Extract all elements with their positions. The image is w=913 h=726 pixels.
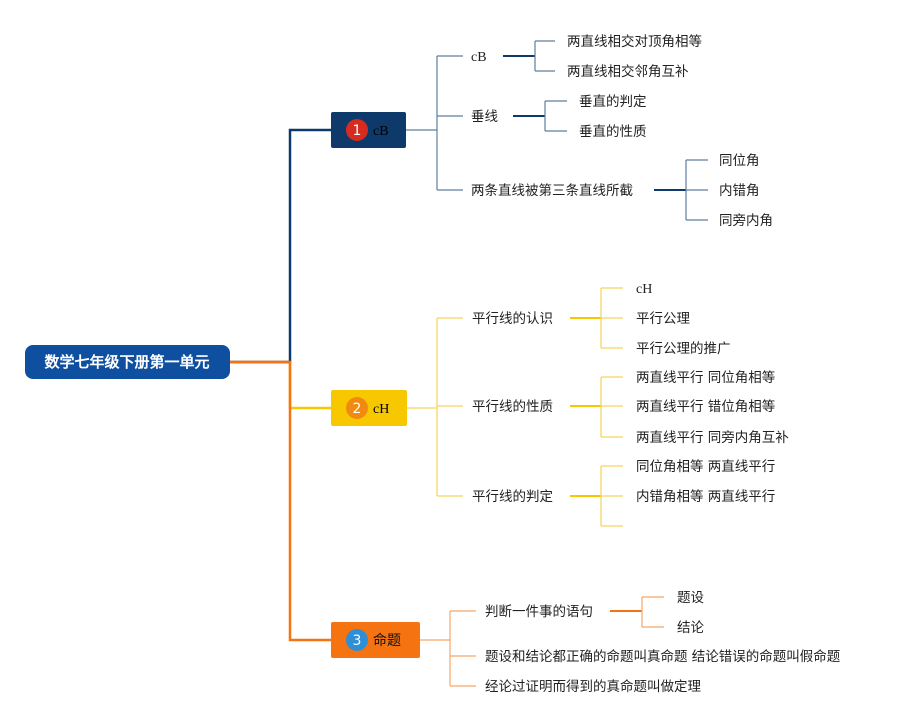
subtopic-2-1-1[interactable]: cH xyxy=(636,282,652,297)
topic-3-2[interactable]: 题设和结论都正确的命题叫真命题 结论错误的命题叫假命题 xyxy=(485,648,840,665)
subtopic-1-1-2[interactable]: 两直线相交邻角互补 xyxy=(567,63,689,80)
subtopic-2-1-2[interactable]: 平行公理 xyxy=(636,311,690,327)
branch-2-number-badge xyxy=(346,397,368,419)
branch-3-node[interactable]: 3 命题 xyxy=(331,622,420,658)
branch-3-children: 判断一件事的语句 题设 结论 题设和结论都正确的命题叫真命题 结论错误的命题叫假… xyxy=(485,590,840,695)
branch-1-number: 1 xyxy=(353,123,362,139)
branch-2-label: cH xyxy=(373,402,389,417)
topic-2-2[interactable]: 平行线的性质 xyxy=(472,399,553,415)
root-connectors xyxy=(230,128,331,642)
root-to-branch-1-line xyxy=(230,128,331,364)
subtopic-1-2-1[interactable]: 垂直的判定 xyxy=(579,94,647,110)
branch-2-box xyxy=(331,390,407,426)
branch-2-number: 2 xyxy=(353,401,362,417)
branch-1-box xyxy=(331,112,406,148)
subtopic-2-2-3[interactable]: 两直线平行 同旁内角互补 xyxy=(636,429,789,446)
root-node[interactable]: 数学七年级下册第一单元 xyxy=(25,345,230,379)
branch-2-node[interactable]: 2 cH xyxy=(331,390,407,426)
subtopic-2-3-1[interactable]: 同位角相等 两直线平行 xyxy=(636,458,775,475)
subtopic-1-3-1[interactable]: 同位角 xyxy=(719,153,760,169)
branch-1-connectors xyxy=(406,40,708,221)
subtopic-2-2-1[interactable]: 两直线平行 同位角相等 xyxy=(636,369,775,386)
branch-1-number-badge xyxy=(346,119,368,141)
subtopic-3-1-2[interactable]: 结论 xyxy=(677,620,705,636)
topic-1-1[interactable]: cB xyxy=(471,50,487,65)
topic-2-3[interactable]: 平行线的判定 xyxy=(472,489,553,505)
root-to-branch-3-line xyxy=(230,360,331,642)
branch-1-node[interactable]: 1 cB xyxy=(331,112,406,148)
branch-3-number: 3 xyxy=(353,633,362,649)
root-box xyxy=(25,345,230,379)
topic-3-3[interactable]: 经论过证明而得到的真命题叫做定理 xyxy=(485,678,701,695)
subtopic-1-2-2[interactable]: 垂直的性质 xyxy=(579,124,647,140)
subtopic-1-3-3[interactable]: 同旁内角 xyxy=(719,212,773,229)
branch-1-label: cB xyxy=(373,124,389,139)
branch-2-children: 平行线的认识 cH 平行公理 平行公理的推广 平行线的性质 两直线平行 同位角相… xyxy=(472,282,789,505)
root-title: 数学七年级下册第一单元 xyxy=(44,353,209,371)
topic-2-1[interactable]: 平行线的认识 xyxy=(472,311,553,327)
root-to-branch-2-line xyxy=(288,362,331,410)
branch-1-children: cB 两直线相交对顶角相等 两直线相交邻角互补 垂线 垂直的判定 垂直的性质 两… xyxy=(471,33,773,229)
topic-1-3[interactable]: 两条直线被第三条直线所截 xyxy=(471,182,633,199)
subtopic-1-1-1[interactable]: 两直线相交对顶角相等 xyxy=(567,33,702,50)
branch-3-number-badge xyxy=(346,629,368,651)
branch-3-connectors xyxy=(420,596,664,687)
branch-2-connectors xyxy=(407,287,623,527)
subtopic-1-3-2[interactable]: 内错角 xyxy=(719,183,760,199)
subtopic-2-3-2[interactable]: 内错角相等 两直线平行 xyxy=(636,488,775,505)
subtopic-2-1-3[interactable]: 平行公理的推广 xyxy=(636,341,731,357)
topic-1-2[interactable]: 垂线 xyxy=(471,109,498,125)
branch-3-label: 命题 xyxy=(373,632,401,649)
subtopic-2-2-2[interactable]: 两直线平行 错位角相等 xyxy=(636,398,775,415)
topic-3-1[interactable]: 判断一件事的语句 xyxy=(485,604,593,620)
subtopic-3-1-1[interactable]: 题设 xyxy=(677,590,704,606)
